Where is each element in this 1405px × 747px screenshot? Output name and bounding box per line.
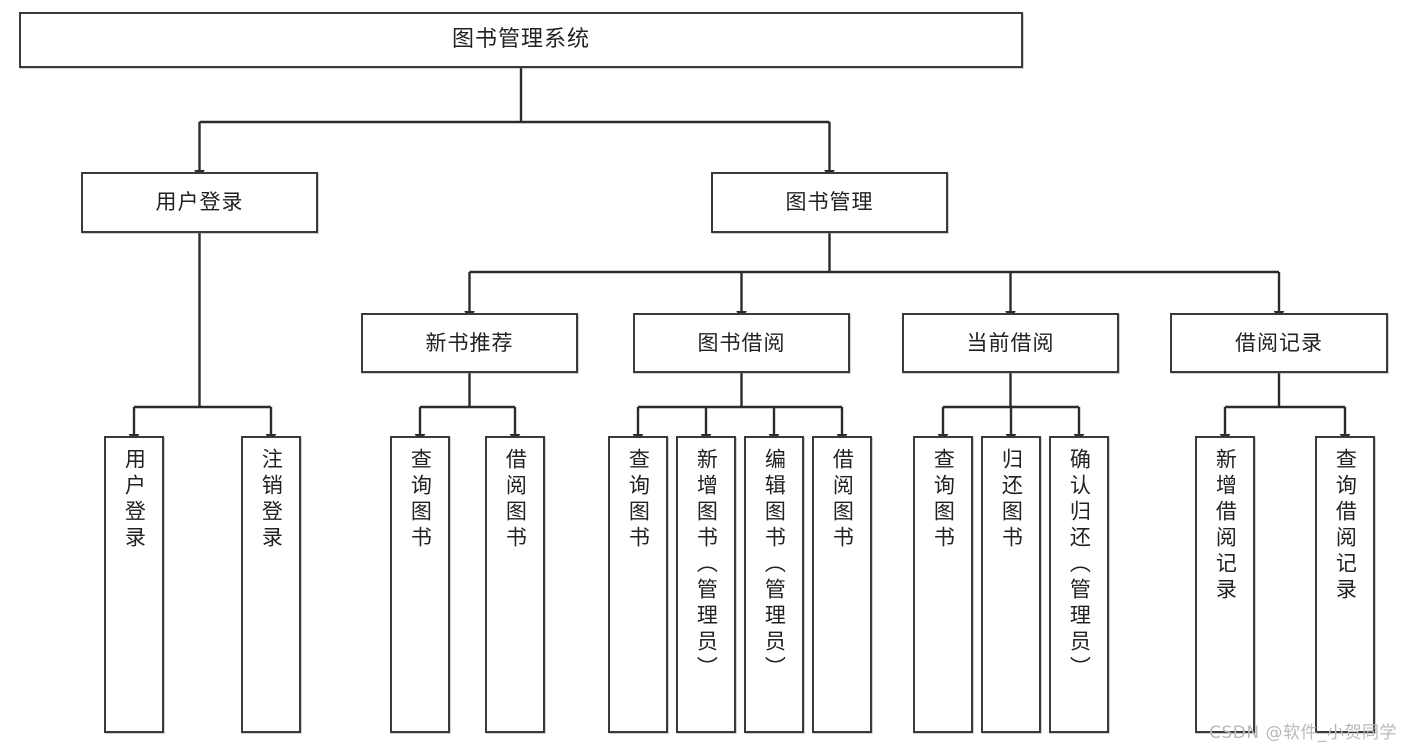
node-label: 注销登录 xyxy=(259,448,284,552)
node-root[interactable]: 图书管理系统 xyxy=(19,12,1023,68)
watermark: CSDN @软件_小贺同学 xyxy=(1209,723,1397,743)
node-label: 借阅记录 xyxy=(1235,330,1323,355)
node-current[interactable]: 当前借阅 xyxy=(902,313,1119,373)
node-l12[interactable]: 新增借阅记录 xyxy=(1195,436,1255,733)
node-label: 查询图书 xyxy=(626,448,651,552)
node-label: 图书管理 xyxy=(785,190,874,215)
node-label: 当前借阅 xyxy=(966,330,1055,355)
node-label: 归还图书 xyxy=(999,448,1024,552)
node-borrow[interactable]: 图书借阅 xyxy=(633,313,850,373)
node-label: 用户登录 xyxy=(122,448,147,552)
node-label: 查询图书 xyxy=(408,448,433,552)
node-newbook[interactable]: 新书推荐 xyxy=(361,313,578,373)
node-label: 编辑图书（管理员） xyxy=(762,448,787,682)
node-label: 新增借阅记录 xyxy=(1213,448,1238,604)
node-records[interactable]: 借阅记录 xyxy=(1170,313,1388,373)
node-label: 图书管理系统 xyxy=(451,27,590,53)
node-l3[interactable]: 查询图书 xyxy=(390,436,450,733)
node-l11[interactable]: 确认归还（管理员） xyxy=(1049,436,1109,733)
node-label: 确认归还（管理员） xyxy=(1067,448,1092,682)
node-l8[interactable]: 借阅图书 xyxy=(812,436,872,733)
node-label: 查询借阅记录 xyxy=(1333,448,1358,604)
node-l1[interactable]: 用户登录 xyxy=(104,436,164,733)
node-label: 查询图书 xyxy=(931,448,956,552)
node-login[interactable]: 用户登录 xyxy=(81,172,318,233)
edge-group xyxy=(128,68,1351,443)
node-l13[interactable]: 查询借阅记录 xyxy=(1315,436,1375,733)
node-l7[interactable]: 编辑图书（管理员） xyxy=(744,436,804,733)
node-label: 新增图书（管理员） xyxy=(694,448,719,682)
node-l9[interactable]: 查询图书 xyxy=(913,436,973,733)
node-l6[interactable]: 新增图书（管理员） xyxy=(676,436,736,733)
node-l2[interactable]: 注销登录 xyxy=(241,436,301,733)
node-label: 图书借阅 xyxy=(697,330,786,355)
node-label: 借阅图书 xyxy=(830,448,855,552)
node-l10[interactable]: 归还图书 xyxy=(981,436,1041,733)
node-label: 新书推荐 xyxy=(425,330,514,355)
node-label: 借阅图书 xyxy=(503,448,528,552)
node-bookmgmt[interactable]: 图书管理 xyxy=(711,172,948,233)
node-l5[interactable]: 查询图书 xyxy=(608,436,668,733)
node-label: 用户登录 xyxy=(155,190,244,215)
node-l4[interactable]: 借阅图书 xyxy=(485,436,545,733)
